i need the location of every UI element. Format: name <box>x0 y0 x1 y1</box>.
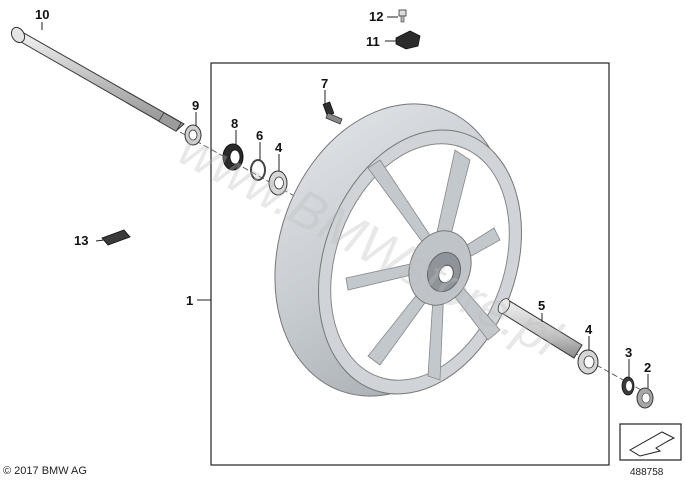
callout-1: 1 <box>186 293 193 308</box>
callout-6: 6 <box>256 128 263 143</box>
axle <box>10 26 185 132</box>
part-12-screw <box>398 9 407 23</box>
copyright-text: © 2017 BMW AG <box>3 465 87 477</box>
callout-4-right: 4 <box>585 322 593 337</box>
part-6-circlip <box>250 159 266 181</box>
callout-13: 13 <box>74 233 88 248</box>
part-3-circlip <box>621 376 635 396</box>
part-7-valve <box>322 101 343 125</box>
part-5-spacer <box>497 298 583 359</box>
part-2-seal <box>636 387 654 409</box>
part-11-clip <box>395 30 421 50</box>
callout-5: 5 <box>538 298 545 313</box>
callout-10: 10 <box>35 7 49 22</box>
part-8-seal <box>222 143 244 171</box>
callout-8: 8 <box>231 116 238 131</box>
callout-11: 11 <box>366 34 380 49</box>
callout-9: 9 <box>192 98 199 113</box>
frame-box <box>210 62 610 466</box>
callout-7: 7 <box>321 76 328 91</box>
part-13-weight <box>101 229 131 246</box>
part-4-bearing-right <box>577 349 599 375</box>
leader-lines <box>41 16 649 388</box>
part-9-bush <box>184 124 202 146</box>
direction-symbol <box>619 423 682 461</box>
wheel-rim <box>274 103 522 397</box>
callout-12: 12 <box>369 9 383 24</box>
callout-4-left: 4 <box>275 140 283 155</box>
diagram-number: 488758 <box>630 467 664 478</box>
callout-2: 2 <box>644 360 651 375</box>
part-4-bearing-left <box>268 170 288 196</box>
callout-3: 3 <box>625 345 632 360</box>
